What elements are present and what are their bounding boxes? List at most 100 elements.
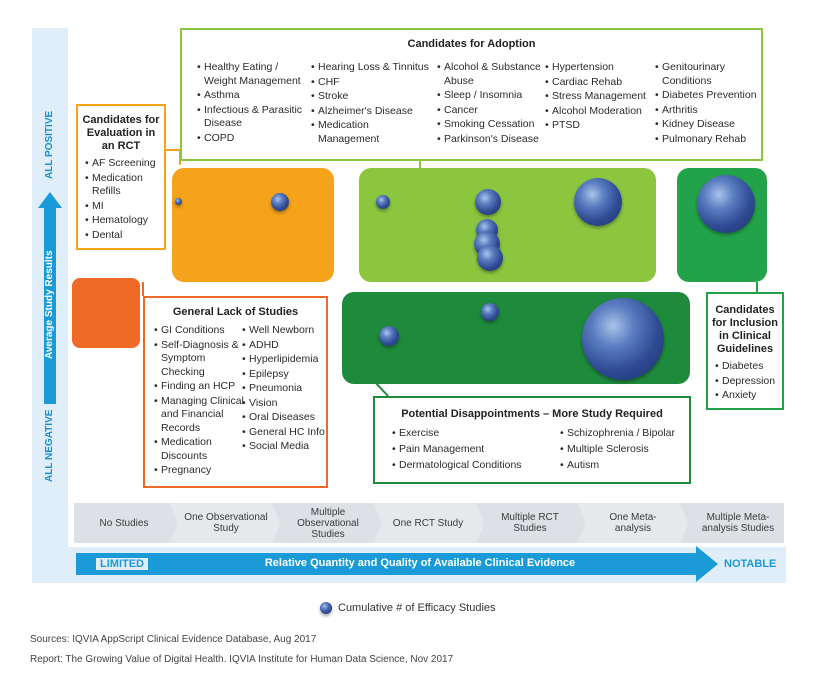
list-item: Pain Management	[391, 442, 551, 457]
list-item: Exercise	[391, 426, 551, 441]
stage-chevron	[374, 503, 484, 543]
list-item: Oral Diseases	[241, 411, 327, 425]
efficacy-bubble	[271, 193, 289, 211]
list-item: Cardiac Rehab	[544, 76, 656, 90]
disappointments-column-1: Exercise Pain Management Dermatological …	[391, 426, 551, 474]
list-item: Finding an HCP	[153, 380, 245, 394]
sources-note: Sources: IQVIA AppScript Clinical Eviden…	[30, 634, 317, 645]
x-axis-arrow	[76, 553, 696, 575]
list-item: ADHD	[241, 339, 327, 353]
list-item: Self-Diagnosis & Symptom Checking	[153, 339, 245, 380]
lack-column-2: Well Newborn ADHD Hyperlipidemia Epileps…	[241, 324, 327, 455]
efficacy-bubble	[582, 298, 664, 380]
list-item: Pulmonary Rehab	[654, 133, 760, 147]
stage-chevron	[476, 503, 586, 543]
efficacy-bubble	[376, 195, 390, 209]
lack-title: General Lack of Studies	[172, 306, 299, 318]
x-axis-left-label: LIMITED	[96, 558, 148, 570]
legend-bubble-icon	[320, 602, 332, 614]
adoption-column-4: Hypertension Cardiac Rehab Stress Manage…	[544, 61, 656, 134]
list-item: Smoking Cessation	[436, 118, 542, 132]
list-item: Dental	[84, 229, 162, 243]
x-axis-arrow-head	[696, 546, 718, 582]
callout-candidates-for-evaluation: Candidates for Evaluation in an RCT AF S…	[76, 104, 166, 250]
list-item: GI Conditions	[153, 324, 245, 338]
list-item: Epilepsy	[241, 368, 327, 382]
zone-evaluation	[172, 168, 334, 282]
adoption-column-5: Genitourinary Conditions Diabetes Preven…	[654, 61, 760, 147]
list-item: Medication Management	[310, 119, 430, 146]
stage-label: One RCT Study	[392, 517, 464, 529]
stage-label: One Meta-analysis	[609, 512, 657, 534]
disappointments-title: Potential Disappointments – More Study R…	[401, 408, 663, 420]
efficacy-bubble	[477, 245, 503, 271]
list-item: Vision	[241, 397, 327, 411]
list-item: Multiple Sclerosis	[559, 442, 689, 457]
list-item: General HC Info	[241, 426, 327, 440]
list-item: Alcohol Moderation	[544, 105, 656, 119]
list-item: Healthy Eating / Weight Management	[196, 61, 304, 88]
x-axis-title: Relative Quantity and Quality of Availab…	[264, 557, 576, 569]
efficacy-bubble	[175, 198, 182, 205]
list-item: Hyperlipidemia	[241, 353, 327, 367]
adoption-column-3: Alcohol & Substance Abuse Sleep / Insomn…	[436, 61, 542, 147]
list-item: Anxiety	[714, 389, 782, 403]
guidelines-title: Candidates for Inclusion in Clinical Gui…	[712, 304, 778, 355]
efficacy-bubble	[574, 178, 622, 226]
list-item: Autism	[559, 458, 689, 473]
list-item: Infectious & Parasitic Disease	[196, 104, 304, 131]
stage-label: One Observational Study	[184, 512, 268, 534]
list-item: Asthma	[196, 89, 304, 103]
stage-chevron	[74, 503, 178, 543]
report-note: Report: The Growing Value of Digital Hea…	[30, 654, 454, 665]
adoption-column-2: Hearing Loss & Tinnitus CHF Stroke Alzhe…	[310, 61, 430, 147]
list-item: Kidney Disease	[654, 118, 760, 132]
list-item: Well Newborn	[241, 324, 327, 338]
efficacy-bubble	[697, 175, 755, 233]
adoption-column-1: Healthy Eating / Weight Management Asthm…	[196, 61, 304, 146]
list-item: Pregnancy	[153, 464, 245, 478]
list-item: Schizophrenia / Bipolar	[559, 426, 689, 441]
list-item: Alcohol & Substance Abuse	[436, 61, 542, 88]
list-item: Depression	[714, 375, 782, 389]
stage-chevron	[680, 503, 784, 543]
list-item: Stress Management	[544, 90, 656, 104]
list-item: Hematology	[84, 214, 162, 228]
stage-chevron	[170, 503, 280, 543]
list-item: COPD	[196, 132, 304, 146]
list-item: Alzheimer's Disease	[310, 105, 430, 119]
list-item: Pneumonia	[241, 382, 327, 396]
stage-label: Multiple Meta-analysis Studies	[701, 512, 775, 534]
x-axis-right-label: NOTABLE	[724, 558, 777, 570]
list-item: Cancer	[436, 104, 542, 118]
list-item: Medication Discounts	[153, 436, 245, 463]
list-item: AF Screening	[84, 157, 162, 171]
list-item: Hypertension	[544, 61, 656, 75]
list-item: Dermatological Conditions	[391, 458, 551, 473]
efficacy-bubble	[475, 189, 501, 215]
list-item: Arthritis	[654, 104, 760, 118]
list-item: CHF	[310, 76, 430, 90]
list-item: Sleep / Insomnia	[436, 89, 542, 103]
list-item: PTSD	[544, 119, 656, 133]
zone-lack	[72, 278, 140, 348]
list-item: Hearing Loss & Tinnitus	[310, 61, 430, 75]
callout-candidates-for-inclusion: Candidates for Inclusion in Clinical Gui…	[706, 292, 784, 410]
list-item: Diabetes Prevention	[654, 89, 760, 103]
stage-chevron	[578, 503, 688, 543]
list-item: Diabetes	[714, 360, 782, 374]
list-item: Medication Refills	[84, 172, 162, 199]
stage-label: Multiple Observational Studies	[297, 506, 359, 540]
y-axis-arrow	[38, 192, 62, 404]
list-item: MI	[84, 200, 162, 214]
lack-column-1: GI Conditions Self-Diagnosis & Symptom C…	[153, 324, 245, 479]
stage-chevron	[272, 503, 382, 543]
legend-label: Cumulative # of Efficacy Studies	[338, 602, 496, 614]
stage-label: No Studies	[99, 517, 149, 529]
evaluation-title: Candidates for Evaluation in an RCT	[82, 114, 160, 152]
stage-label: Multiple RCT Studies	[501, 512, 559, 534]
callout-potential-disappointments: Potential Disappointments – More Study R…	[373, 396, 691, 484]
callout-candidates-for-adoption: Candidates for Adoption Healthy Eating /…	[180, 28, 763, 161]
